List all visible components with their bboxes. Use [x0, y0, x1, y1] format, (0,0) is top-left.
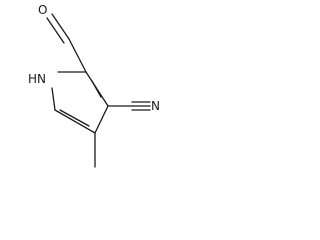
structure-diagram: O HN N — [28, 3, 160, 168]
aldehyde-double-bond-line-2 — [46, 17, 65, 44]
ring-bond-c5-n1 — [51, 87, 56, 111]
nitrile-n-label: N — [151, 99, 160, 113]
nitrogen-h-label: HN — [28, 72, 46, 86]
ring-bond-c4-c5-inner — [59, 109, 90, 127]
oxygen-label: O — [38, 3, 47, 17]
ring-bond-c2-c3-inner — [91, 80, 102, 98]
ring-bond-c3-c4 — [94, 105, 109, 134]
aldehyde-ring-bond — [68, 38, 87, 73]
ring-bond-c4-c5 — [54, 109, 96, 134]
aldehyde-double-bond-line-1 — [51, 13, 70, 40]
